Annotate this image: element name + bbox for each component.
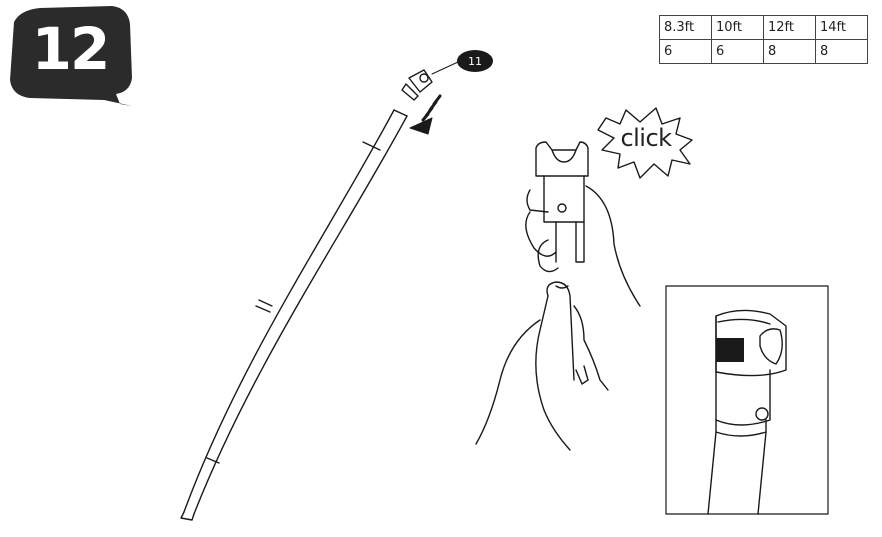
part-callout-label: 11 xyxy=(468,54,482,68)
table-header-row: 8.3ft 10ft 12ft 14ft xyxy=(659,15,868,40)
table-header-cell: 14ft xyxy=(815,15,868,40)
down-arrow-icon xyxy=(409,94,442,135)
hand-clip-illustration xyxy=(475,141,641,451)
starburst-icon xyxy=(597,107,693,179)
curved-pole xyxy=(180,109,408,521)
table-row: 6 6 8 8 xyxy=(659,39,868,64)
table-cell: 8 xyxy=(763,39,816,64)
table-cell: 6 xyxy=(659,39,712,64)
table-cell: 6 xyxy=(711,39,764,64)
speech-bubble-shape xyxy=(10,6,132,106)
detail-pole-end xyxy=(707,309,787,515)
end-cap-part xyxy=(401,61,459,101)
detail-inset-frame xyxy=(665,285,829,515)
step-number: 12 xyxy=(31,15,111,83)
size-quantity-table: 8.3ft 10ft 12ft 14ft 6 6 8 8 xyxy=(659,15,868,64)
callout-bubble xyxy=(457,50,493,72)
table-cell: 8 xyxy=(815,39,868,64)
step-badge-bubble xyxy=(10,6,132,106)
click-label: click xyxy=(620,124,672,152)
brand-logo-plate xyxy=(716,338,744,362)
